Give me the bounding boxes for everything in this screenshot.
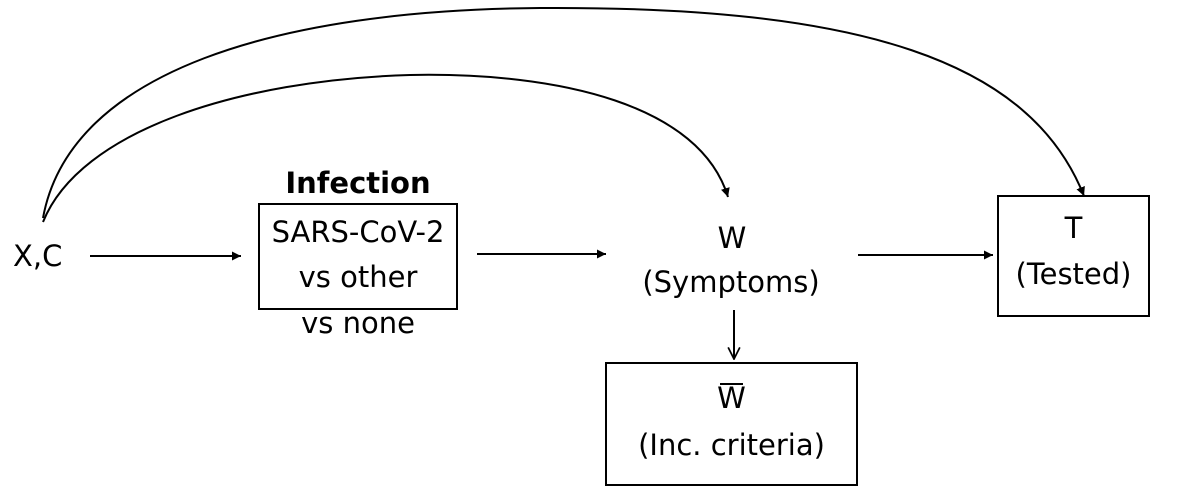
infection-line-3: vs none	[301, 306, 415, 340]
infection-heading: Infection	[285, 166, 431, 200]
arrow-xc-to-symptoms-curved	[42, 73, 730, 223]
infection-line-2: vs other	[298, 260, 418, 294]
node-criteria-label: (Inc. criteria)	[638, 428, 825, 462]
node-criteria-symbol: W	[607, 381, 856, 415]
node-symptoms-label: (Symptoms)	[642, 265, 820, 299]
node-tested-symbol: T	[1064, 211, 1083, 245]
criteria-symbol-overbar: W	[717, 381, 746, 415]
node-tested-label: (Tested)	[1015, 257, 1132, 291]
arrow-xc-to-tested-curved	[42, 6, 1085, 219]
node-symptoms-symbol: W	[717, 221, 747, 255]
infection-line-1: SARS-CoV-2	[271, 215, 445, 249]
node-tested-box: T (Tested)	[997, 195, 1150, 317]
node-criteria-box: W (Inc. criteria)	[605, 362, 858, 486]
node-infection-box: SARS-CoV-2 vs other	[258, 203, 458, 310]
node-xc-label: X,C	[13, 239, 63, 273]
